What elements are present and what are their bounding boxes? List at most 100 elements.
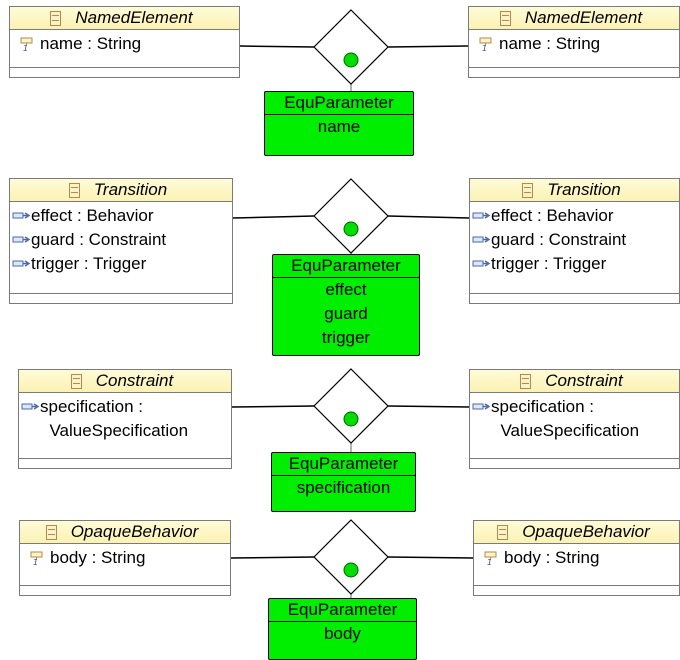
operation-compartment	[470, 293, 679, 294]
attribute-text: body : String	[50, 548, 146, 567]
attribute-row[interactable]: 1 name : String	[10, 32, 239, 56]
nary-association-diamond[interactable]	[313, 9, 389, 85]
parameter-title: EquParameter	[269, 599, 416, 622]
right-class-1[interactable]: NamedElement 1 name : String	[468, 6, 680, 78]
class-name: Constraint	[95, 371, 174, 390]
attribute-text: trigger : Trigger	[31, 254, 147, 273]
operation-compartment	[470, 458, 679, 459]
equ-parameter-3[interactable]: EquParameter specification	[271, 452, 416, 512]
parameter-item: trigger	[321, 328, 371, 347]
class-icon	[520, 373, 532, 389]
attribute-row[interactable]: effect : Behavior	[470, 204, 679, 228]
equ-parameter-2[interactable]: EquParameter effect guard trigger	[272, 254, 420, 356]
reference-icon	[12, 258, 30, 270]
parameter-item: body	[324, 624, 361, 643]
parameter-item: guard	[324, 304, 368, 323]
class-icon	[522, 182, 534, 198]
attribute-text: name : String	[499, 34, 601, 53]
association-line-right	[387, 45, 469, 48]
reference-icon	[472, 258, 490, 270]
class-icon	[497, 524, 509, 540]
parameter-item: specification	[296, 478, 391, 497]
attribute-text: effect : Behavior	[31, 206, 154, 225]
property-icon: 1	[20, 36, 34, 52]
left-class-3[interactable]: Constraint specification : ValueSpecifica…	[18, 369, 232, 469]
class-name: OpaqueBehavior	[522, 522, 650, 541]
class-name: Transition	[547, 180, 621, 199]
operation-compartment	[10, 293, 232, 294]
association-line-left	[239, 45, 315, 48]
attribute-compartment: effect : Behavior guard : Constraint trigg…	[470, 202, 679, 276]
property-icon: 1	[479, 36, 493, 52]
operation-compartment	[469, 67, 679, 68]
reference-icon	[12, 234, 30, 246]
association-end-dot	[343, 221, 359, 237]
reference-icon	[472, 210, 490, 222]
parameter-item: effect	[325, 280, 367, 299]
association-line-left	[230, 556, 315, 559]
class-icon	[50, 10, 62, 26]
equ-parameter-4[interactable]: EquParameter body	[268, 598, 417, 660]
attribute-row[interactable]: 1 body : String	[474, 546, 679, 570]
attribute-row[interactable]: 1 body : String	[20, 546, 230, 570]
attribute-compartment: 1 body : String	[474, 544, 679, 570]
association-line-left	[232, 215, 315, 219]
left-class-1[interactable]: NamedElement 1 name : String	[9, 6, 240, 78]
parameter-title: EquParameter	[265, 92, 413, 115]
attribute-text: specification : ValueSpecification	[491, 397, 640, 440]
class-header: Transition	[10, 179, 232, 202]
attribute-text: body : String	[504, 548, 600, 567]
class-header: OpaqueBehavior	[20, 521, 230, 544]
class-header: OpaqueBehavior	[474, 521, 679, 544]
attribute-compartment: 1 name : String	[10, 30, 239, 56]
attribute-row[interactable]: trigger : Trigger	[10, 252, 232, 276]
class-name: NamedElement	[75, 8, 193, 27]
svg-text:1: 1	[487, 558, 492, 566]
attribute-text: guard : Constraint	[491, 230, 627, 249]
class-name: NamedElement	[524, 8, 643, 27]
attribute-row[interactable]: effect : Behavior	[10, 204, 232, 228]
association-line-right	[387, 215, 470, 219]
attribute-compartment: 1 body : String	[20, 544, 230, 570]
association-line-left	[231, 405, 315, 408]
attribute-text: name : String	[40, 34, 142, 53]
equ-parameter-1[interactable]: EquParameter name	[264, 91, 414, 156]
reference-icon	[21, 401, 39, 413]
class-header: Transition	[470, 179, 679, 202]
attribute-row[interactable]: specification : ValueSpecification	[19, 395, 231, 443]
parameter-item: name	[317, 117, 361, 136]
property-icon: 1	[30, 550, 44, 566]
attribute-compartment: specification : ValueSpecification	[19, 393, 231, 443]
attribute-row[interactable]: specification : ValueSpecification	[470, 395, 679, 443]
class-header: NamedElement	[10, 7, 239, 30]
attribute-row[interactable]: guard : Constraint	[470, 228, 679, 252]
svg-text:1: 1	[23, 44, 28, 52]
class-icon	[70, 373, 82, 389]
property-icon: 1	[484, 550, 498, 566]
left-class-2[interactable]: Transition effect : Behavior guard : Const…	[9, 178, 233, 304]
attribute-row[interactable]: 1 name : String	[469, 32, 679, 56]
attribute-row[interactable]: trigger : Trigger	[470, 252, 679, 276]
class-name: Transition	[93, 180, 168, 199]
right-class-2[interactable]: Transition effect : Behavior guard : Const…	[469, 178, 680, 304]
operation-compartment	[19, 458, 231, 459]
nary-association-diamond[interactable]	[313, 178, 389, 254]
svg-text:1: 1	[33, 558, 38, 566]
operation-compartment	[474, 585, 679, 586]
attribute-compartment: effect : Behavior guard : Constraint trigg…	[10, 202, 232, 276]
class-header: Constraint	[19, 370, 231, 393]
attribute-row[interactable]: guard : Constraint	[10, 228, 232, 252]
left-class-4[interactable]: OpaqueBehavior 1 body : String	[19, 520, 231, 596]
association-line-right	[387, 405, 470, 408]
parameter-title: EquParameter	[272, 453, 415, 476]
parameter-title: EquParameter	[273, 255, 419, 278]
attribute-text: trigger : Trigger	[491, 254, 607, 273]
nary-association-diamond[interactable]	[313, 368, 389, 444]
attribute-text: specification : ValueSpecification	[40, 397, 189, 440]
nary-association-diamond[interactable]	[313, 519, 389, 595]
association-line-right	[387, 556, 474, 559]
right-class-4[interactable]: OpaqueBehavior 1 body : String	[473, 520, 680, 596]
